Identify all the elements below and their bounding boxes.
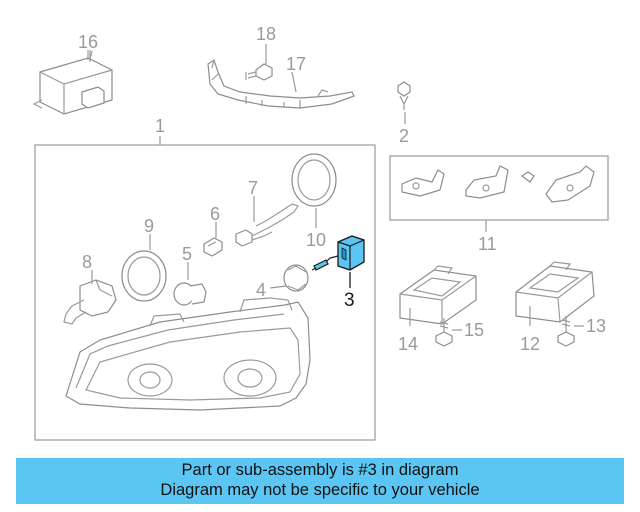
leader-17 bbox=[291, 71, 297, 93]
callout-1: 1 bbox=[155, 116, 165, 136]
callout-4: 4 bbox=[256, 280, 266, 300]
leader-4 bbox=[269, 285, 287, 289]
brackets-frame bbox=[389, 155, 609, 221]
callout-3: 3 bbox=[344, 290, 355, 311]
callout-12: 12 bbox=[520, 334, 540, 354]
banner-line-2: Diagram may not be specific to your vehi… bbox=[160, 481, 480, 499]
callout-17: 17 bbox=[286, 54, 306, 74]
callout-16: 16 bbox=[78, 32, 98, 52]
part-17-bracket[interactable] bbox=[207, 59, 355, 109]
part-2-clip[interactable] bbox=[397, 81, 411, 110]
callout-2: 2 bbox=[399, 126, 409, 146]
part-14-ballast[interactable] bbox=[399, 265, 477, 325]
callout-18: 18 bbox=[256, 24, 276, 44]
part-3-hid-bulb-highlighted[interactable] bbox=[311, 235, 365, 271]
callout-14: 14 bbox=[398, 334, 418, 354]
part-10-cap[interactable] bbox=[291, 153, 337, 207]
callout-9: 9 bbox=[144, 216, 154, 236]
part-7-harness[interactable] bbox=[235, 203, 299, 247]
headlamp-assembly-frame bbox=[34, 144, 376, 441]
part-5-bulb[interactable] bbox=[173, 282, 207, 306]
part-1-headlamp-housing[interactable] bbox=[65, 297, 311, 411]
callout-13: 13 bbox=[586, 316, 606, 336]
part-6-small-bulb[interactable] bbox=[203, 237, 223, 257]
part-4-ring[interactable] bbox=[283, 264, 309, 292]
callout-7: 7 bbox=[248, 178, 258, 198]
callout-10: 10 bbox=[306, 230, 326, 250]
part-12-ballast[interactable] bbox=[515, 261, 595, 323]
part-8-socket[interactable] bbox=[63, 279, 117, 325]
callout-6: 6 bbox=[210, 204, 220, 224]
part-16-module[interactable] bbox=[32, 50, 113, 115]
callout-15: 15 bbox=[464, 320, 484, 340]
info-banner: Part or sub-assembly is #3 in diagram Di… bbox=[16, 458, 624, 504]
part-13-screw[interactable] bbox=[557, 316, 575, 347]
part-9-ring[interactable] bbox=[121, 250, 167, 302]
banner-line-1: Part or sub-assembly is #3 in diagram bbox=[181, 461, 459, 479]
callout-5: 5 bbox=[182, 244, 192, 264]
part-15-screw[interactable] bbox=[435, 318, 453, 347]
callout-8: 8 bbox=[82, 252, 92, 272]
part-11-brackets[interactable] bbox=[401, 165, 595, 203]
callout-11: 11 bbox=[478, 234, 497, 254]
part-18-bolt[interactable] bbox=[245, 63, 273, 81]
